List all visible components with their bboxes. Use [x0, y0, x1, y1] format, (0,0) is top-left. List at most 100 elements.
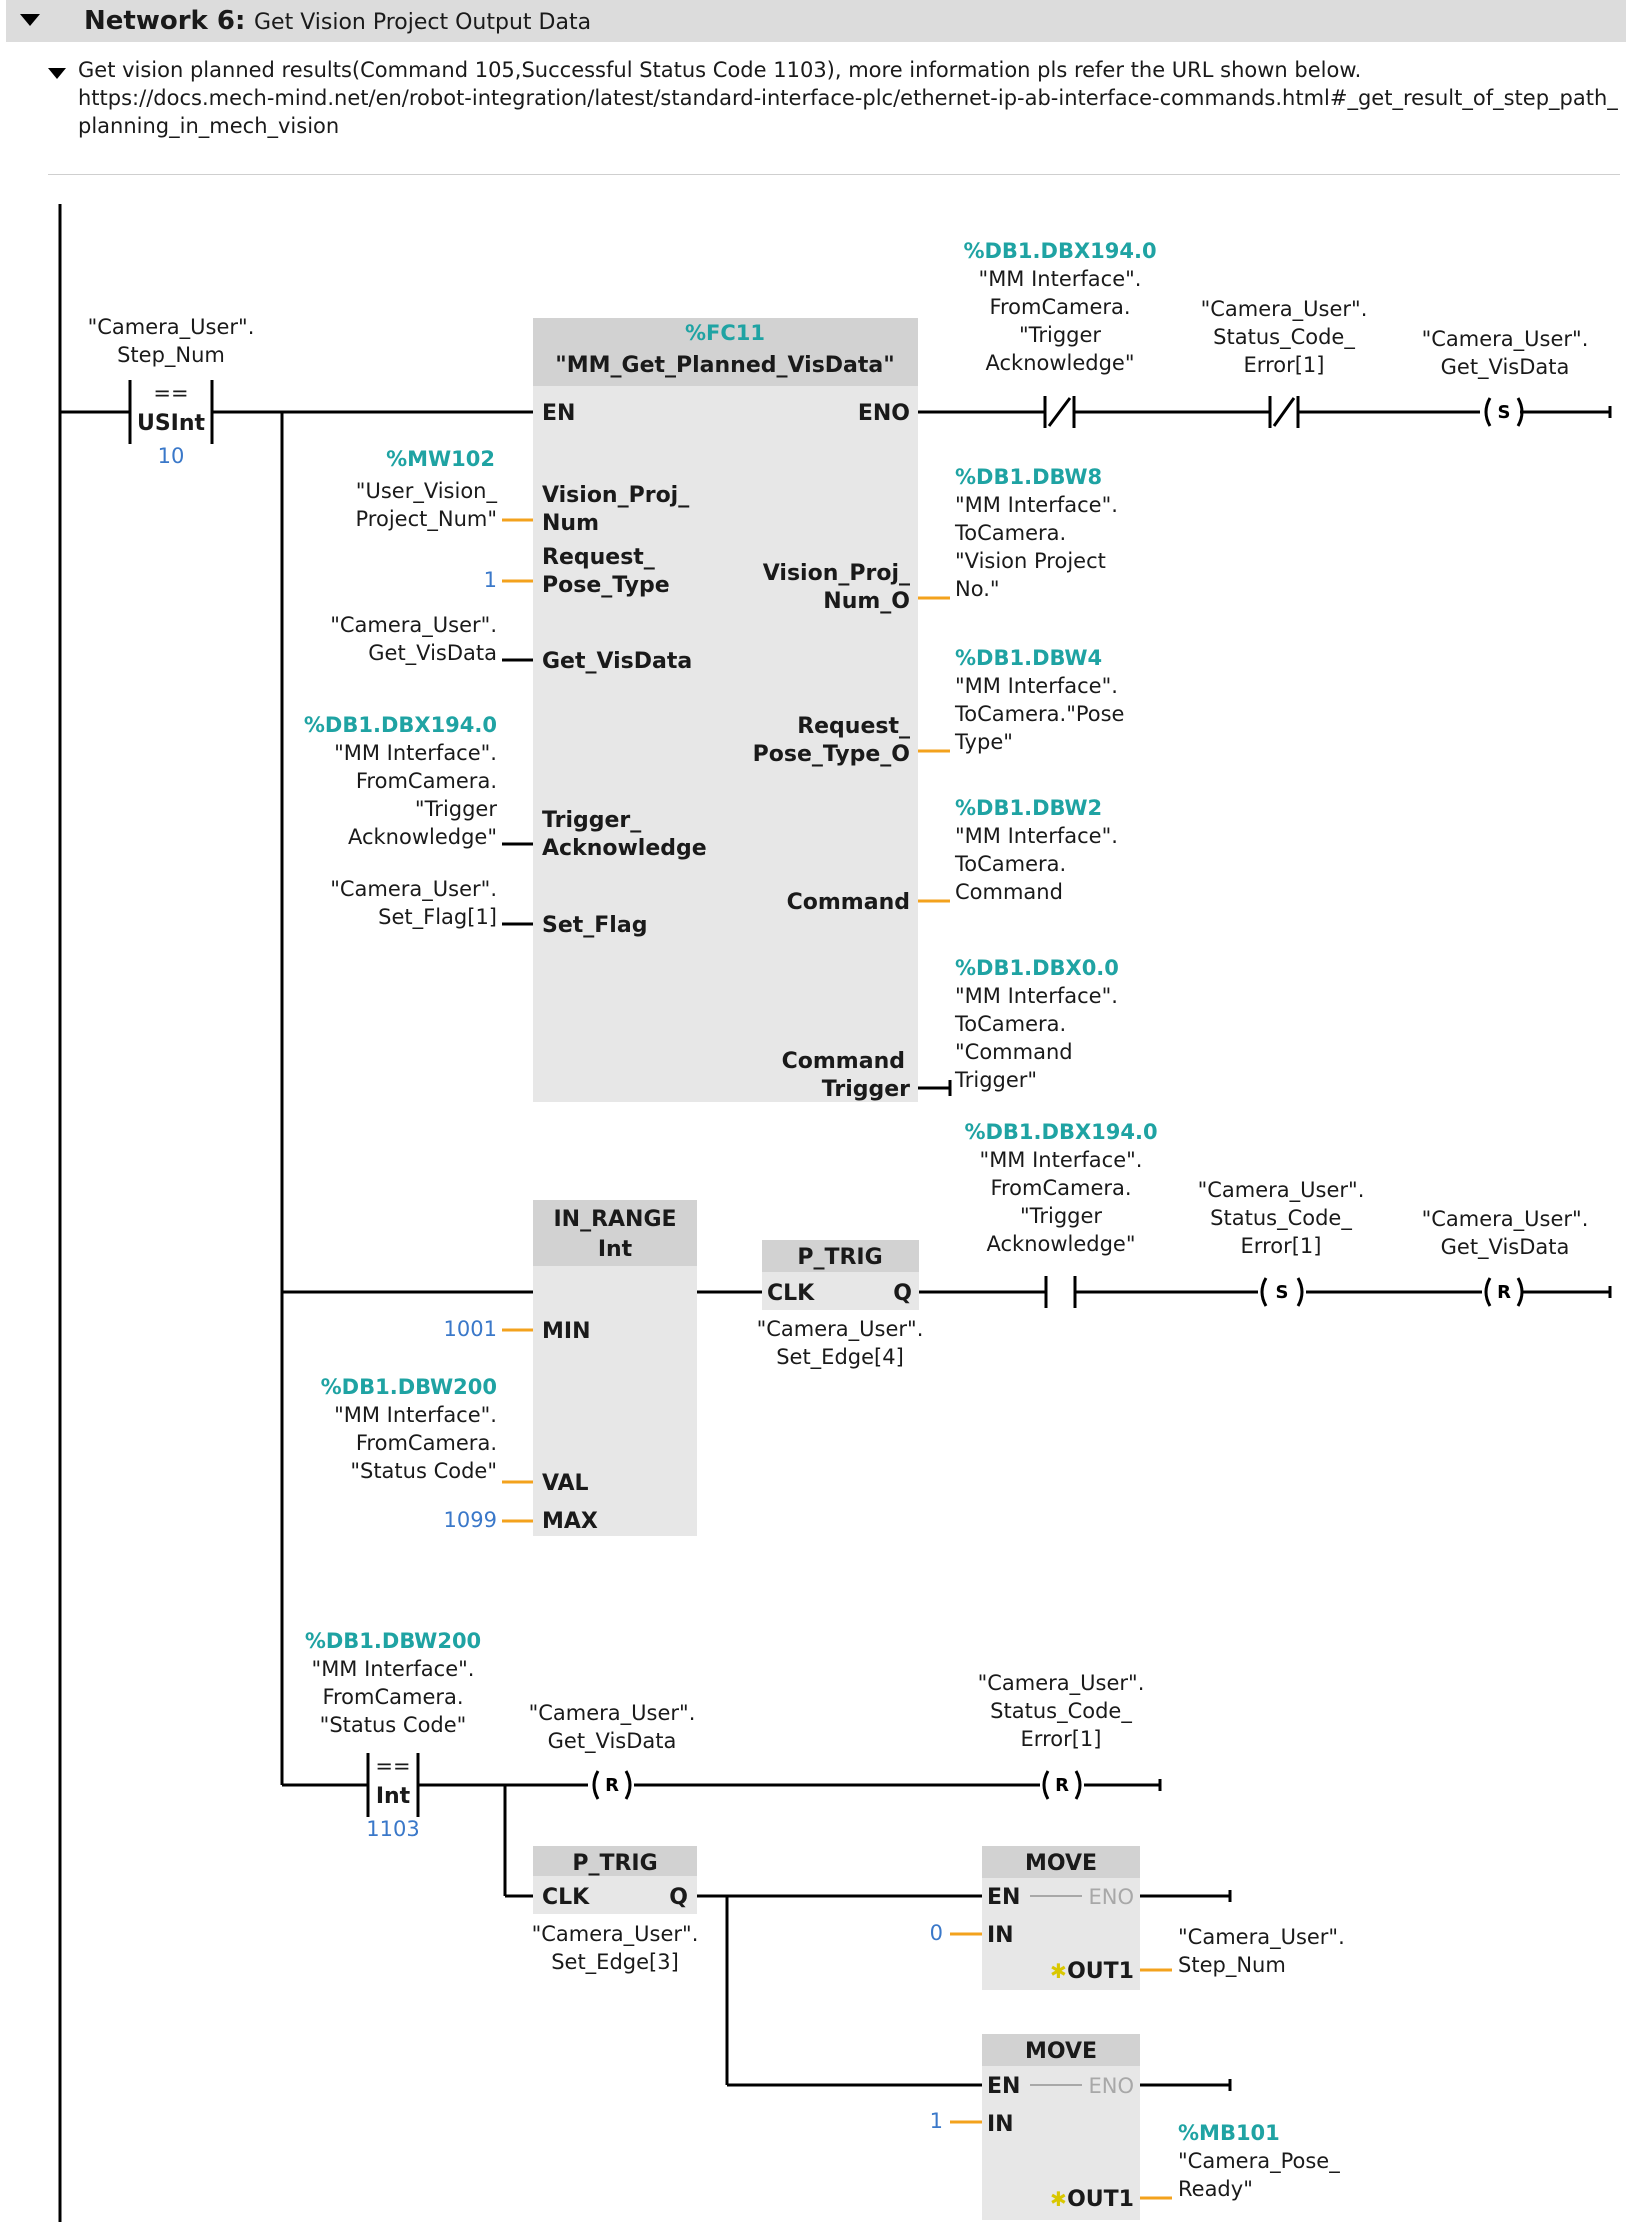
fc11-out3-address[interactable]: %DB1.DBW2 [955, 796, 1102, 820]
fc11-in-gv-line1[interactable]: "Camera_User". [330, 613, 497, 638]
p-trig-2-operand-line1[interactable]: "Camera_User". [532, 1922, 699, 1947]
fc11-out2-line2[interactable]: ToCamera."Pose [954, 702, 1124, 726]
compare2-value[interactable]: 1103 [366, 1817, 419, 1841]
move-1-in-value[interactable]: 0 [930, 1921, 943, 1945]
rung3-reset2-line3[interactable]: Error[1] [1021, 1727, 1102, 1751]
rung2-contact-line4[interactable]: Acknowledge" [986, 1232, 1135, 1256]
fc11-out3-line3[interactable]: Command [955, 880, 1063, 904]
p-trig-block-2[interactable] [533, 1846, 697, 1914]
reset-coil-get-visdata[interactable]: R [1484, 1277, 1524, 1307]
rung2-contact-line2[interactable]: FromCamera. [990, 1176, 1131, 1200]
move-2-out-line2[interactable]: Ready" [1178, 2177, 1253, 2201]
compare2-line3[interactable]: "Status Code" [320, 1713, 467, 1737]
move-1-out-line2[interactable]: Step_Num [1178, 1953, 1286, 1978]
network-title[interactable]: Get Vision Project Output Data [254, 10, 592, 35]
in-range-block[interactable] [533, 1200, 697, 1536]
rung1-contact1-line3[interactable]: "Trigger [1019, 323, 1101, 347]
rung2-reset-coil-line2[interactable]: Get_VisData [1441, 1235, 1570, 1260]
rung1-contact1-line1[interactable]: "MM Interface". [979, 267, 1142, 291]
move-2-in-value[interactable]: 1 [930, 2109, 943, 2133]
network-comment-text[interactable]: Get vision planned results(Command 105,S… [78, 58, 1618, 138]
fc11-in-ta-line2[interactable]: FromCamera. [356, 769, 497, 793]
fc11-in-vp-line2[interactable]: Project_Num" [356, 507, 497, 532]
set-coil-get-visdata[interactable]: S [1484, 397, 1524, 427]
rung3-reset2-line2[interactable]: Status_Code_ [990, 1699, 1132, 1724]
compare-usint-box[interactable]: == USInt [128, 380, 214, 444]
p-trig-1-operand-line2[interactable]: Set_Edge[4] [776, 1345, 904, 1370]
fc11-in-sf-line1[interactable]: "Camera_User". [330, 877, 497, 902]
fc11-in-vp-line1[interactable]: "User_Vision_ [356, 479, 498, 504]
rung3-reset1-line2[interactable]: Get_VisData [548, 1729, 677, 1754]
fc11-out4-address[interactable]: %DB1.DBX0.0 [955, 956, 1119, 980]
reset-coil-status-error[interactable]: R [1042, 1770, 1082, 1800]
fc11-out2-line1[interactable]: "MM Interface". [955, 674, 1118, 698]
set-coil-status-error[interactable]: S [1260, 1277, 1304, 1307]
fc11-out4-line1[interactable]: "MM Interface". [955, 984, 1118, 1008]
rung2-set-coil-line2[interactable]: Status_Code_ [1210, 1206, 1352, 1231]
move-block-1[interactable] [982, 1846, 1140, 1990]
in-range-max-value[interactable]: 1099 [444, 1508, 497, 1532]
nc-contact-status-error[interactable] [1268, 396, 1300, 428]
comment-collapse-triangle-icon[interactable] [48, 68, 66, 79]
p-trig-1-operand-line1[interactable]: "Camera_User". [757, 1317, 924, 1342]
fc11-out1-address[interactable]: %DB1.DBW8 [955, 465, 1102, 489]
fc11-out4-line3[interactable]: "Command [955, 1040, 1073, 1064]
in-range-val-line3[interactable]: "Status Code" [350, 1459, 497, 1483]
fc11-out4-line2[interactable]: ToCamera. [954, 1012, 1066, 1036]
p-trig-2-operand-line2[interactable]: Set_Edge[3] [551, 1950, 679, 1975]
no-contact-trigger-ack[interactable] [1044, 1276, 1077, 1308]
fc11-in-ta-line1[interactable]: "MM Interface". [334, 741, 497, 765]
rung2-reset-coil-line1[interactable]: "Camera_User". [1422, 1207, 1589, 1232]
fc11-out2-line3[interactable]: Type" [954, 730, 1013, 754]
compare2-line2[interactable]: FromCamera. [322, 1685, 463, 1709]
fc11-out1-line3[interactable]: "Vision Project [955, 549, 1106, 573]
fc11-in-ta-address[interactable]: %DB1.DBX194.0 [304, 713, 497, 737]
rung1-contact2-line1[interactable]: "Camera_User". [1201, 297, 1368, 322]
fc11-in-vp-address[interactable]: %MW102 [386, 447, 495, 471]
rung1-coil-line2[interactable]: Get_VisData [1441, 355, 1570, 380]
fc11-in-gv-line2[interactable]: Get_VisData [368, 641, 497, 666]
collapse-triangle-icon[interactable] [20, 14, 40, 26]
rung2-contact-address[interactable]: %DB1.DBX194.0 [964, 1120, 1157, 1144]
in-range-min-value[interactable]: 1001 [444, 1317, 497, 1341]
move-block-2[interactable] [982, 2034, 1140, 2220]
rung3-reset2-line1[interactable]: "Camera_User". [978, 1671, 1145, 1696]
fc11-out2-address[interactable]: %DB1.DBW4 [955, 646, 1102, 670]
rung3-reset1-line1[interactable]: "Camera_User". [529, 1701, 696, 1726]
rung2-contact-line3[interactable]: "Trigger [1020, 1204, 1102, 1228]
move-2-out-line1[interactable]: "Camera_Pose_ [1178, 2149, 1340, 2174]
rung1-contact1-line4[interactable]: Acknowledge" [985, 351, 1134, 375]
fc11-in-ta-line3[interactable]: "Trigger [415, 797, 497, 821]
rung1-contact1-address[interactable]: %DB1.DBX194.0 [963, 239, 1156, 263]
fc11-out3-line2[interactable]: ToCamera. [954, 852, 1066, 876]
fc11-block[interactable] [533, 318, 918, 1102]
compare2-address[interactable]: %DB1.DBW200 [305, 1629, 481, 1653]
rung2-contact-line1[interactable]: "MM Interface". [980, 1148, 1143, 1172]
in-range-val-address[interactable]: %DB1.DBW200 [321, 1375, 497, 1399]
compare2-line1[interactable]: "MM Interface". [312, 1657, 475, 1681]
compare-operand-line1[interactable]: "Camera_User". [88, 315, 255, 340]
compare-int-box[interactable]: == Int [366, 1753, 420, 1817]
in-range-val-line2[interactable]: FromCamera. [356, 1431, 497, 1455]
p-trig-block-1[interactable] [762, 1240, 919, 1310]
rung1-coil-line1[interactable]: "Camera_User". [1422, 327, 1589, 352]
fc11-in-sf-line2[interactable]: Set_Flag[1] [378, 905, 497, 930]
move-2-out-address[interactable]: %MB101 [1178, 2121, 1280, 2145]
fc11-out3-line1[interactable]: "MM Interface". [955, 824, 1118, 848]
network-header[interactable]: Network 6: Get Vision Project Output Dat… [6, 0, 1626, 42]
nc-contact-trigger-ack[interactable] [1043, 396, 1076, 428]
in-range-val-line1[interactable]: "MM Interface". [334, 1403, 497, 1427]
rung1-contact1-line2[interactable]: FromCamera. [989, 295, 1130, 319]
fc11-in-ta-line4[interactable]: Acknowledge" [348, 825, 497, 849]
network-comment[interactable]: Get vision planned results(Command 105,S… [48, 56, 1620, 175]
fc11-out4-line4[interactable]: Trigger" [954, 1068, 1037, 1092]
compare-operand-line2[interactable]: Step_Num [117, 343, 225, 368]
fc11-out1-line2[interactable]: ToCamera. [954, 521, 1066, 545]
move-1-out-line1[interactable]: "Camera_User". [1178, 1925, 1345, 1950]
fc11-out1-line4[interactable]: No." [955, 577, 1000, 601]
rung1-contact2-line3[interactable]: Error[1] [1244, 353, 1325, 377]
compare-value[interactable]: 10 [158, 444, 185, 468]
rung2-set-coil-line3[interactable]: Error[1] [1241, 1234, 1322, 1258]
rung1-contact2-line2[interactable]: Status_Code_ [1213, 325, 1355, 350]
reset-coil-get-visdata-2[interactable]: R [592, 1770, 632, 1800]
